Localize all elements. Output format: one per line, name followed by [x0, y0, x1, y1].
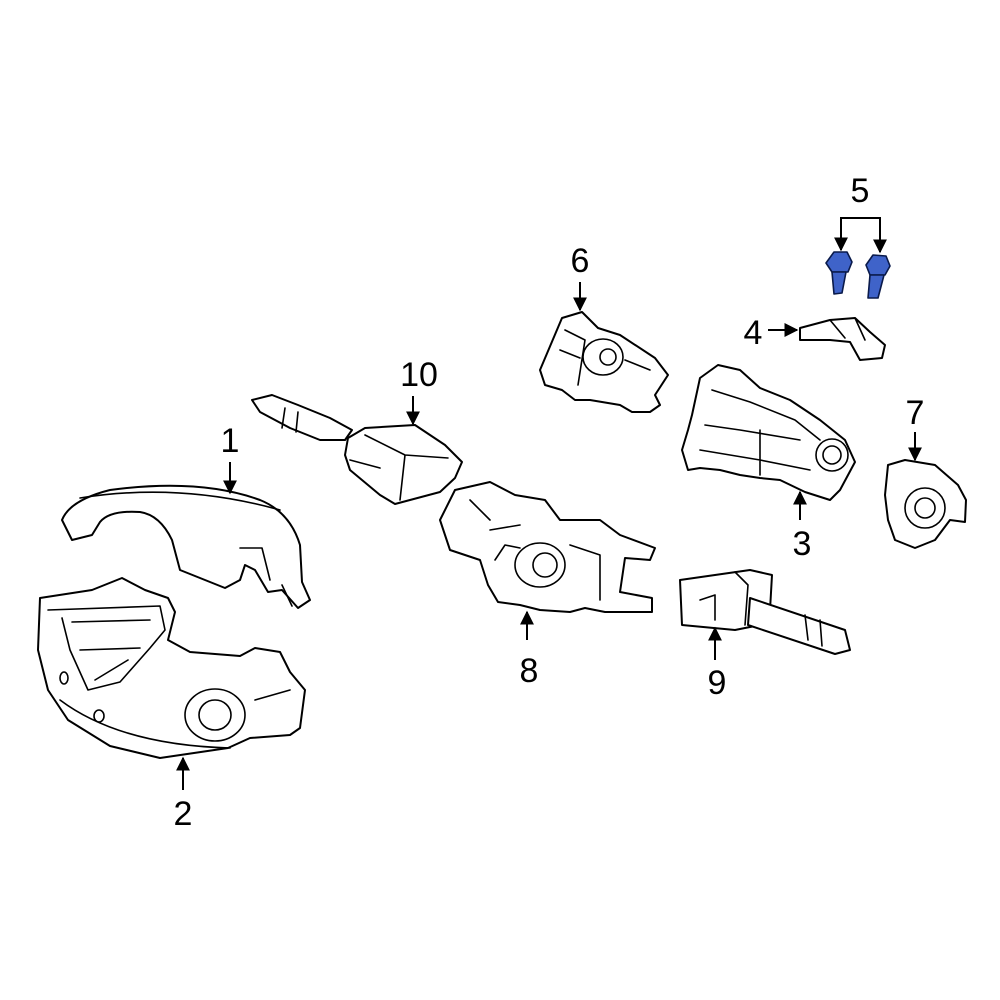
callout-8: 8 — [520, 652, 539, 690]
part-5-bolts[interactable] — [825, 251, 891, 299]
callout-10: 10 — [400, 356, 438, 394]
callout-5: 5 — [851, 172, 870, 210]
callout-3: 3 — [793, 525, 812, 563]
callout-2: 2 — [174, 795, 193, 833]
part-9-stalk-switch[interactable] — [679, 569, 851, 655]
leader-5-bar — [840, 217, 881, 250]
callout-labels: 1 2 3 4 5 6 7 8 9 10 — [174, 172, 925, 833]
callout-4: 4 — [744, 314, 763, 352]
part-7-key-ring[interactable] — [884, 459, 967, 549]
part-10-combination-switch[interactable] — [251, 394, 463, 505]
callout-6: 6 — [571, 242, 590, 280]
callout-7: 7 — [906, 394, 925, 432]
callout-9: 9 — [708, 664, 727, 702]
bolt-right[interactable] — [865, 254, 891, 299]
part-1-upper-column-cover[interactable] — [61, 484, 311, 609]
leader-lines — [176, 217, 922, 790]
part-2-lower-column-cover[interactable] — [37, 577, 306, 759]
part-8-switch-base[interactable] — [439, 481, 656, 613]
part-4-clamp[interactable] — [799, 317, 886, 361]
bolt-left[interactable] — [825, 251, 853, 295]
part-6-ignition-housing[interactable] — [539, 311, 669, 413]
callout-1: 1 — [221, 422, 240, 460]
part-3-steering-lock[interactable] — [681, 364, 856, 501]
